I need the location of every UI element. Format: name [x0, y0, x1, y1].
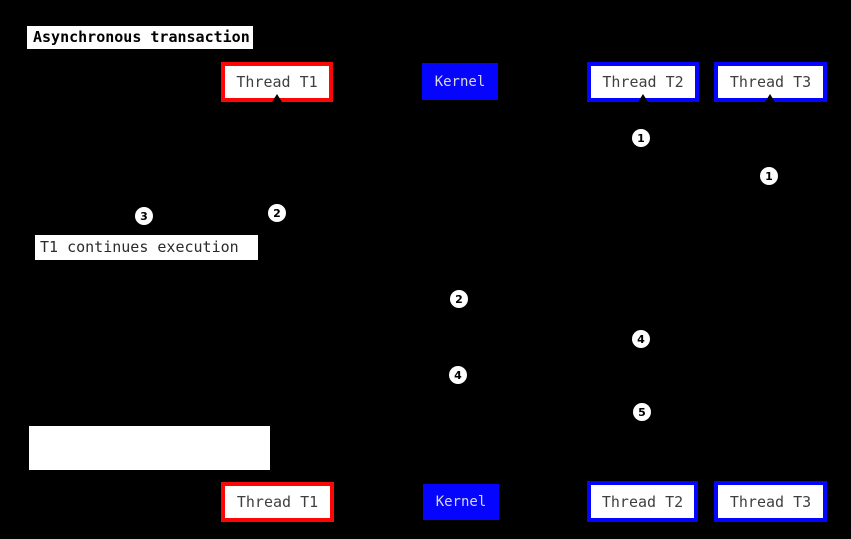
sequence-marker-label: 4	[454, 368, 462, 382]
participant-label: Thread T1	[236, 493, 319, 511]
lifeline-arrowhead-icon	[765, 476, 775, 484]
participant-label: Kernel	[434, 73, 486, 90]
participant-label: Thread T2	[602, 73, 684, 91]
sequence-marker-label: 1	[765, 169, 773, 183]
participant-kernel-top: Kernel	[422, 63, 498, 100]
sequence-marker-label: 4	[637, 332, 645, 346]
sequence-marker: 3	[135, 207, 153, 225]
sequence-marker: 4	[632, 330, 650, 348]
lifeline-arrowhead-icon	[272, 476, 282, 484]
lifeline-arrowhead-icon	[638, 94, 648, 102]
sequence-marker: 1	[632, 129, 650, 147]
note-empty	[29, 426, 270, 470]
participant-label: Thread T3	[729, 492, 812, 511]
note-t1-continues-execution: T1 continues execution	[35, 235, 258, 260]
participant-label: Thread T3	[729, 73, 812, 91]
sequence-marker: 2	[268, 204, 286, 222]
lifeline-arrowhead-icon	[272, 94, 282, 102]
lifeline-arrowhead-icon	[765, 94, 775, 102]
sequence-marker-label: 5	[638, 405, 646, 419]
sequence-marker: 4	[449, 366, 467, 384]
sequence-marker: 2	[450, 290, 468, 308]
participant-label: Thread T1	[236, 73, 318, 91]
sequence-marker: 1	[760, 167, 778, 185]
lifeline-arrowhead-icon	[637, 476, 647, 484]
sequence-marker-label: 1	[637, 131, 645, 145]
participant-kernel-bottom: Kernel	[423, 484, 499, 520]
sequence-marker-label: 2	[273, 206, 281, 220]
participant-thread-t1-bottom: Thread T1	[221, 482, 334, 522]
participant-thread-t3-bottom: Thread T3	[714, 481, 827, 522]
participant-label: Kernel	[435, 494, 487, 510]
sequence-marker-label: 2	[455, 292, 463, 306]
participant-label: Thread T2	[601, 492, 684, 511]
diagram-title: Asynchronous transaction	[27, 26, 253, 49]
sequence-marker-label: 3	[140, 209, 148, 223]
participant-thread-t2-bottom: Thread T2	[587, 481, 698, 522]
sequence-marker: 5	[633, 403, 651, 421]
